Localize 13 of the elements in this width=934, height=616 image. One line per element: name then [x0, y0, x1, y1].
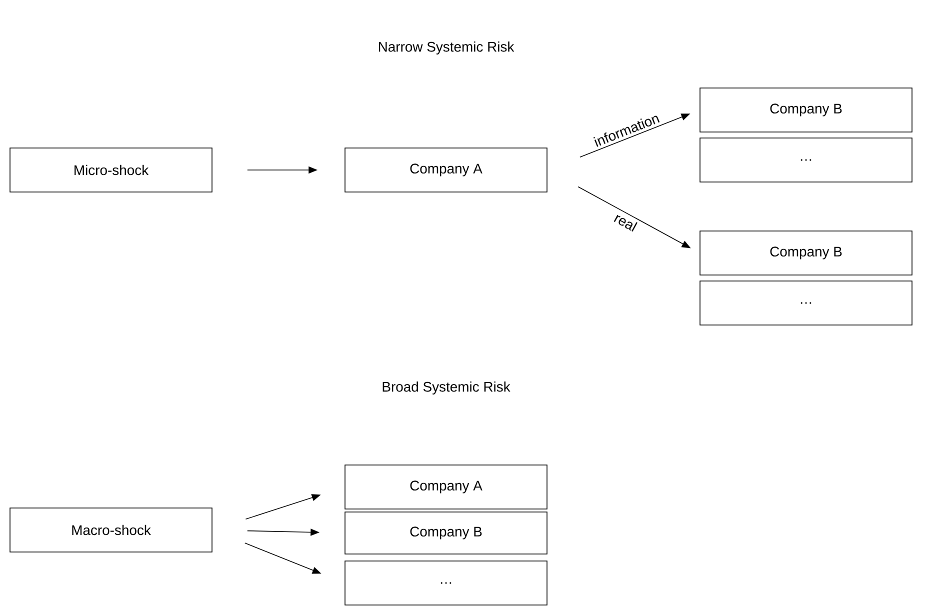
company-box: Company B [344, 512, 548, 554]
company-box: Company B [700, 88, 912, 132]
edge-label: real [614, 214, 638, 232]
company-box: Company A [344, 464, 548, 510]
company-box: Macro-shock [10, 508, 212, 552]
section-heading: Narrow Systemic Risk [378, 42, 514, 54]
company-box: Company B [700, 230, 912, 276]
section-heading: Broad Systemic Risk [382, 382, 510, 394]
company-box: … [344, 560, 548, 606]
company-box: Company A [344, 148, 548, 192]
company-box: Micro-shock [10, 148, 212, 192]
company-box: … [700, 138, 912, 182]
company-box: … [700, 280, 912, 326]
